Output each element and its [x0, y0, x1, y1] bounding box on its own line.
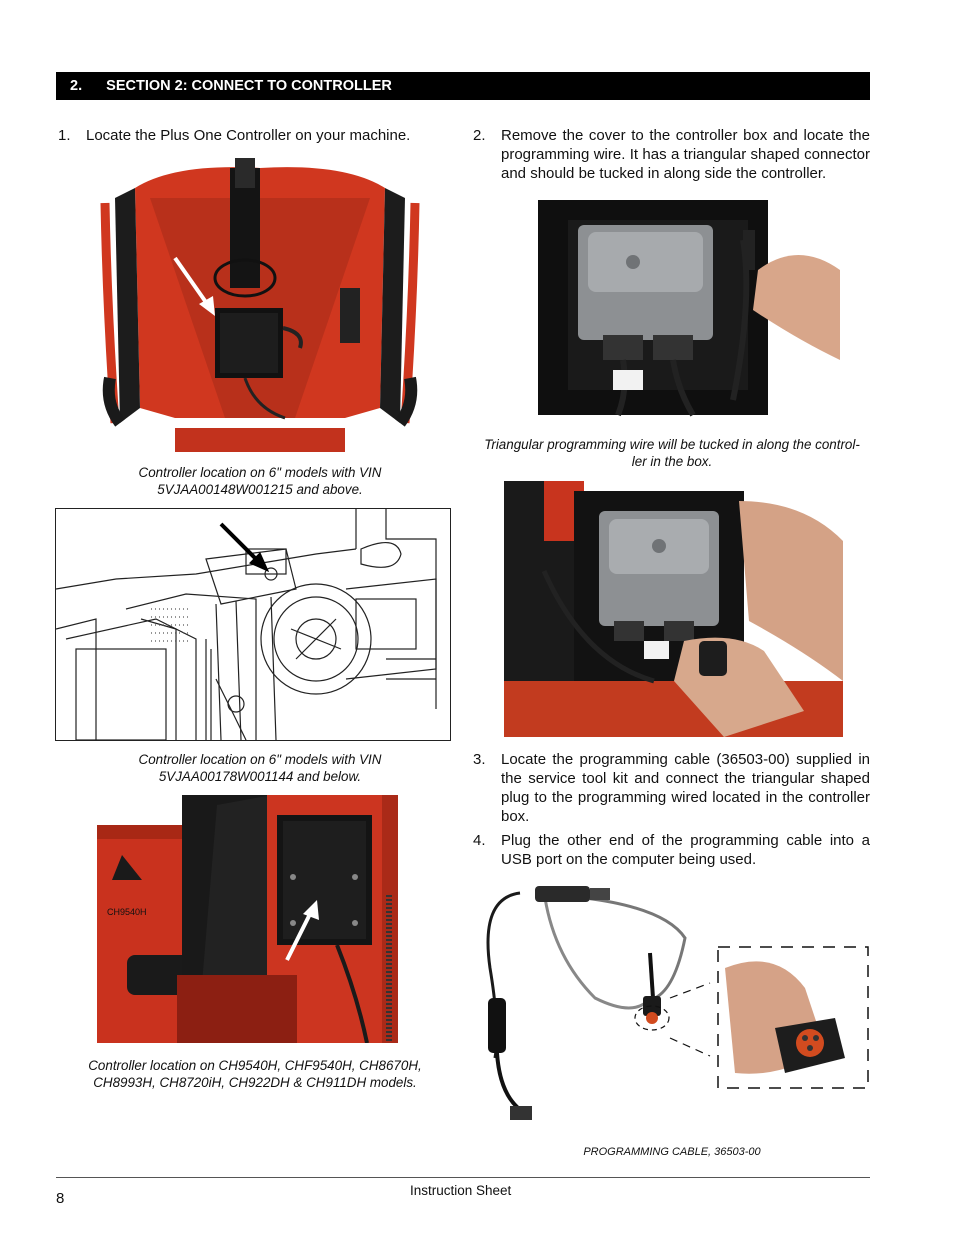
programming-wire-photo	[504, 481, 843, 737]
step-3-number: 3.	[473, 751, 486, 768]
section-number: 2.	[70, 78, 83, 94]
step-1: 1. Locate the Plus One Controller on you…	[58, 126, 438, 146]
step-2: 2. Remove the cover to the controller bo…	[473, 126, 870, 186]
caption-vin-below-line2: 5VJAA00178W001144 and below.	[158, 769, 362, 784]
controller-drawing-6in-vin-below	[55, 508, 451, 741]
step-2-text: Remove the cover to the controller box a…	[501, 127, 870, 182]
caption-models-line2: CH8993H, CH8720iH, CH922DH & CH911DH mod…	[93, 1075, 417, 1090]
machine-model-label: CH9540H	[107, 907, 147, 917]
caption-triangular: Triangular programming wire will be tuck…	[468, 436, 876, 470]
controller-photo-ch9540h: CH9540H	[97, 795, 423, 1043]
footer-title: Instruction Sheet	[410, 1183, 512, 1198]
page-number: 8	[56, 1190, 65, 1207]
controller-photo-6in-vin-above	[95, 158, 425, 452]
caption-vin-above-line1: Controller location on 6" models with VI…	[138, 465, 382, 480]
step-3: 3. Locate the programming cable (36503-0…	[473, 750, 870, 826]
step-4-text: Plug the other end of the programming ca…	[501, 832, 870, 868]
caption-vin-above-line2: 5VJAA00148W001215 and above.	[157, 482, 363, 497]
caption-triangular-line1: Triangular programming wire will be tuck…	[484, 437, 860, 452]
caption-triangular-line2: ler in the box.	[631, 454, 713, 469]
step-1-number: 1.	[58, 127, 71, 144]
caption-models-line1: Controller location on CH9540H, CHF9540H…	[88, 1058, 422, 1073]
footer-divider	[56, 1177, 870, 1178]
caption-vin-below-line1: Controller location on 6" models with VI…	[138, 752, 382, 767]
step-3-text: Locate the programming cable (36503-00) …	[501, 751, 870, 825]
caption-vin-below: Controller location on 6" models with VI…	[95, 751, 425, 785]
section-title: SECTION 2: CONNECT TO CONTROLLER	[106, 78, 392, 94]
caption-models: Controller location on CH9540H, CHF9540H…	[55, 1057, 455, 1091]
step-2-number: 2.	[473, 127, 486, 144]
section-header: 2. SECTION 2: CONNECT TO CONTROLLER	[56, 72, 870, 100]
caption-cable: PROGRAMMING CABLE, 36503-00	[583, 1146, 761, 1158]
step-1-text: Locate the Plus One Controller on your m…	[86, 127, 411, 144]
step-4-number: 4.	[473, 832, 486, 849]
controller-box-photo	[528, 200, 840, 422]
programming-cable-photo	[475, 878, 875, 1130]
caption-vin-above: Controller location on 6" models with VI…	[95, 464, 425, 498]
step-4: 4. Plug the other end of the programming…	[473, 831, 870, 871]
